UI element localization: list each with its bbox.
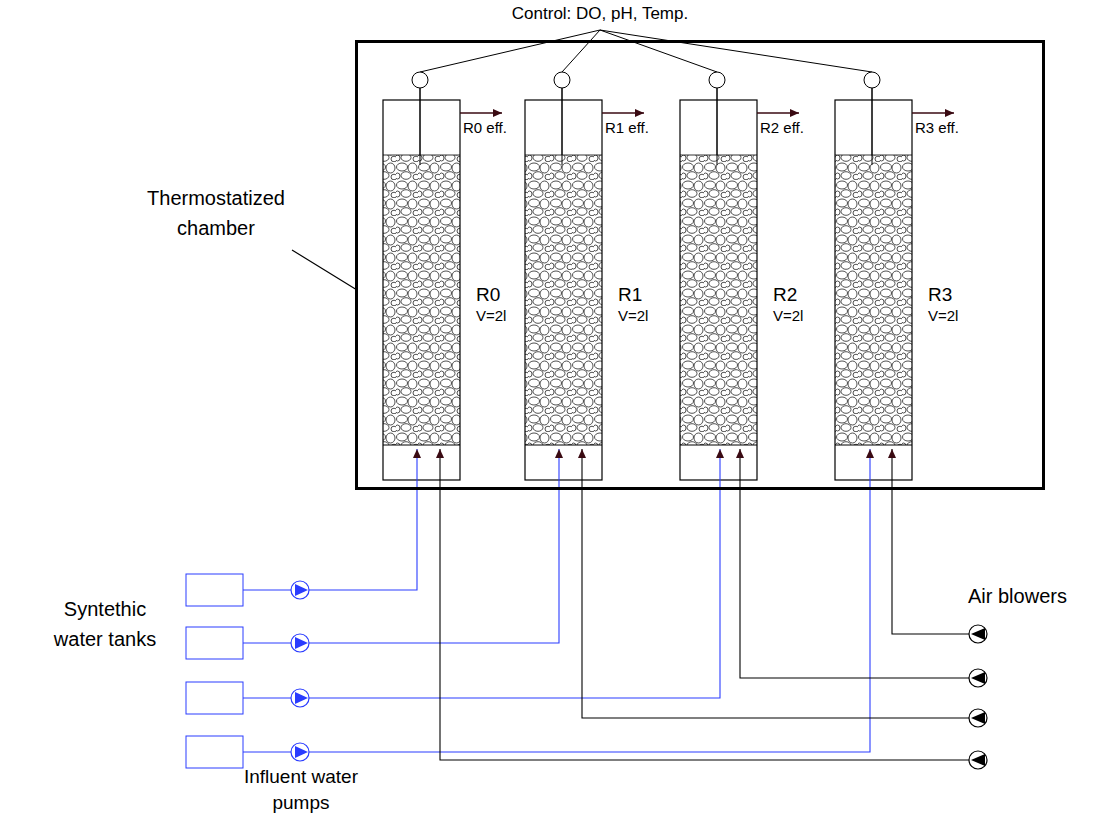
influent-pipe — [309, 449, 559, 643]
effluent-label: R0 eff. — [463, 119, 507, 138]
blower-symbol — [969, 751, 987, 769]
pump-triangle — [295, 637, 308, 649]
air-pipe — [440, 449, 969, 760]
media-top — [383, 155, 460, 156]
suction-pipe — [243, 590, 291, 591]
reactor-name: R2 — [773, 283, 797, 307]
reactor-column — [383, 100, 460, 480]
control-label: Control: DO, pH, Temp. — [450, 3, 750, 24]
water-tank — [186, 574, 243, 606]
sensor-probe — [554, 72, 570, 88]
support-plate — [525, 445, 602, 446]
pump-triangle — [295, 746, 308, 758]
reactor-column — [680, 100, 757, 480]
blower-symbol — [969, 709, 987, 727]
packing-media — [835, 155, 912, 445]
effluent-label: R2 eff. — [760, 119, 804, 138]
tanks-label: Syntethic water tanks — [40, 594, 170, 654]
sensor-probe — [709, 72, 725, 88]
control-wire — [600, 30, 872, 72]
reactor-node: R2V=2l — [680, 100, 832, 480]
blower-symbol — [969, 669, 987, 687]
probe-wire — [562, 88, 563, 165]
reactor-node: R0V=2l — [383, 100, 535, 480]
support-plate — [835, 445, 912, 446]
water-tank — [186, 682, 243, 714]
media-top — [680, 155, 757, 156]
pumps-label: Influent water pumps — [236, 764, 366, 816]
reactor-name: R1 — [618, 283, 642, 307]
water-tank — [186, 736, 243, 768]
blower-triangle — [971, 754, 985, 766]
control-wire — [600, 30, 717, 72]
reactor-name: R0 — [476, 283, 500, 307]
pump-triangle — [295, 584, 308, 596]
blowers-label: Air blowers — [968, 584, 1067, 609]
blower-triangle — [971, 628, 985, 640]
reactor-column — [525, 100, 602, 480]
media-top — [525, 155, 602, 156]
thermostatized-chamber: Thermostatized chamberR0V=2lR1V=2lR2V=2l… — [355, 40, 1045, 490]
effluent-arrow — [602, 112, 644, 113]
influent-pipe — [309, 449, 720, 698]
effluent-arrow — [912, 112, 954, 113]
air-pipe — [892, 449, 969, 634]
reactor-volume: V=2l — [773, 307, 803, 326]
packing-media — [383, 155, 460, 445]
media-top — [835, 155, 912, 156]
support-plate — [383, 445, 460, 446]
blower-triangle — [971, 672, 985, 684]
air-pipe — [740, 449, 969, 678]
leader-line — [292, 250, 357, 290]
packing-media — [680, 155, 757, 445]
blower-symbol — [969, 625, 987, 643]
probe-wire — [420, 88, 421, 165]
reactor-node: R3V=2l — [835, 100, 987, 480]
pump-symbol — [291, 743, 309, 761]
probe-wire — [717, 88, 718, 165]
influent-pipe — [309, 449, 870, 752]
reactor-volume: V=2l — [618, 307, 648, 326]
suction-pipe — [243, 698, 291, 699]
effluent-label: R1 eff. — [605, 119, 649, 138]
support-plate — [680, 445, 757, 446]
water-tank — [186, 627, 243, 659]
control-wire — [420, 30, 600, 72]
packing-media — [525, 155, 602, 445]
reactor-volume: V=2l — [928, 307, 958, 326]
effluent-arrow — [757, 112, 799, 113]
effluent-label: R3 eff. — [915, 119, 959, 138]
sensor-probe — [412, 72, 428, 88]
pump-symbol — [291, 634, 309, 652]
reactor-volume: V=2l — [476, 307, 506, 326]
blower-triangle — [971, 712, 985, 724]
influent-pipe — [309, 449, 417, 590]
sensor-probe — [864, 72, 880, 88]
probe-wire — [872, 88, 873, 165]
control-wire — [562, 30, 600, 72]
pump-symbol — [291, 581, 309, 599]
effluent-arrow — [460, 112, 502, 113]
reactor-column — [835, 100, 912, 480]
reactor-name: R3 — [928, 283, 952, 307]
probe-wire — [717, 88, 718, 165]
chamber-label: Thermostatized chamber — [136, 183, 296, 243]
suction-pipe — [243, 643, 291, 644]
pump-symbol — [291, 689, 309, 707]
probe-wire — [420, 88, 421, 165]
suction-pipe — [243, 752, 291, 753]
probe-wire — [562, 88, 563, 165]
pump-triangle — [295, 692, 308, 704]
reactor-node: R1V=2l — [525, 100, 677, 480]
probe-wire — [872, 88, 873, 165]
